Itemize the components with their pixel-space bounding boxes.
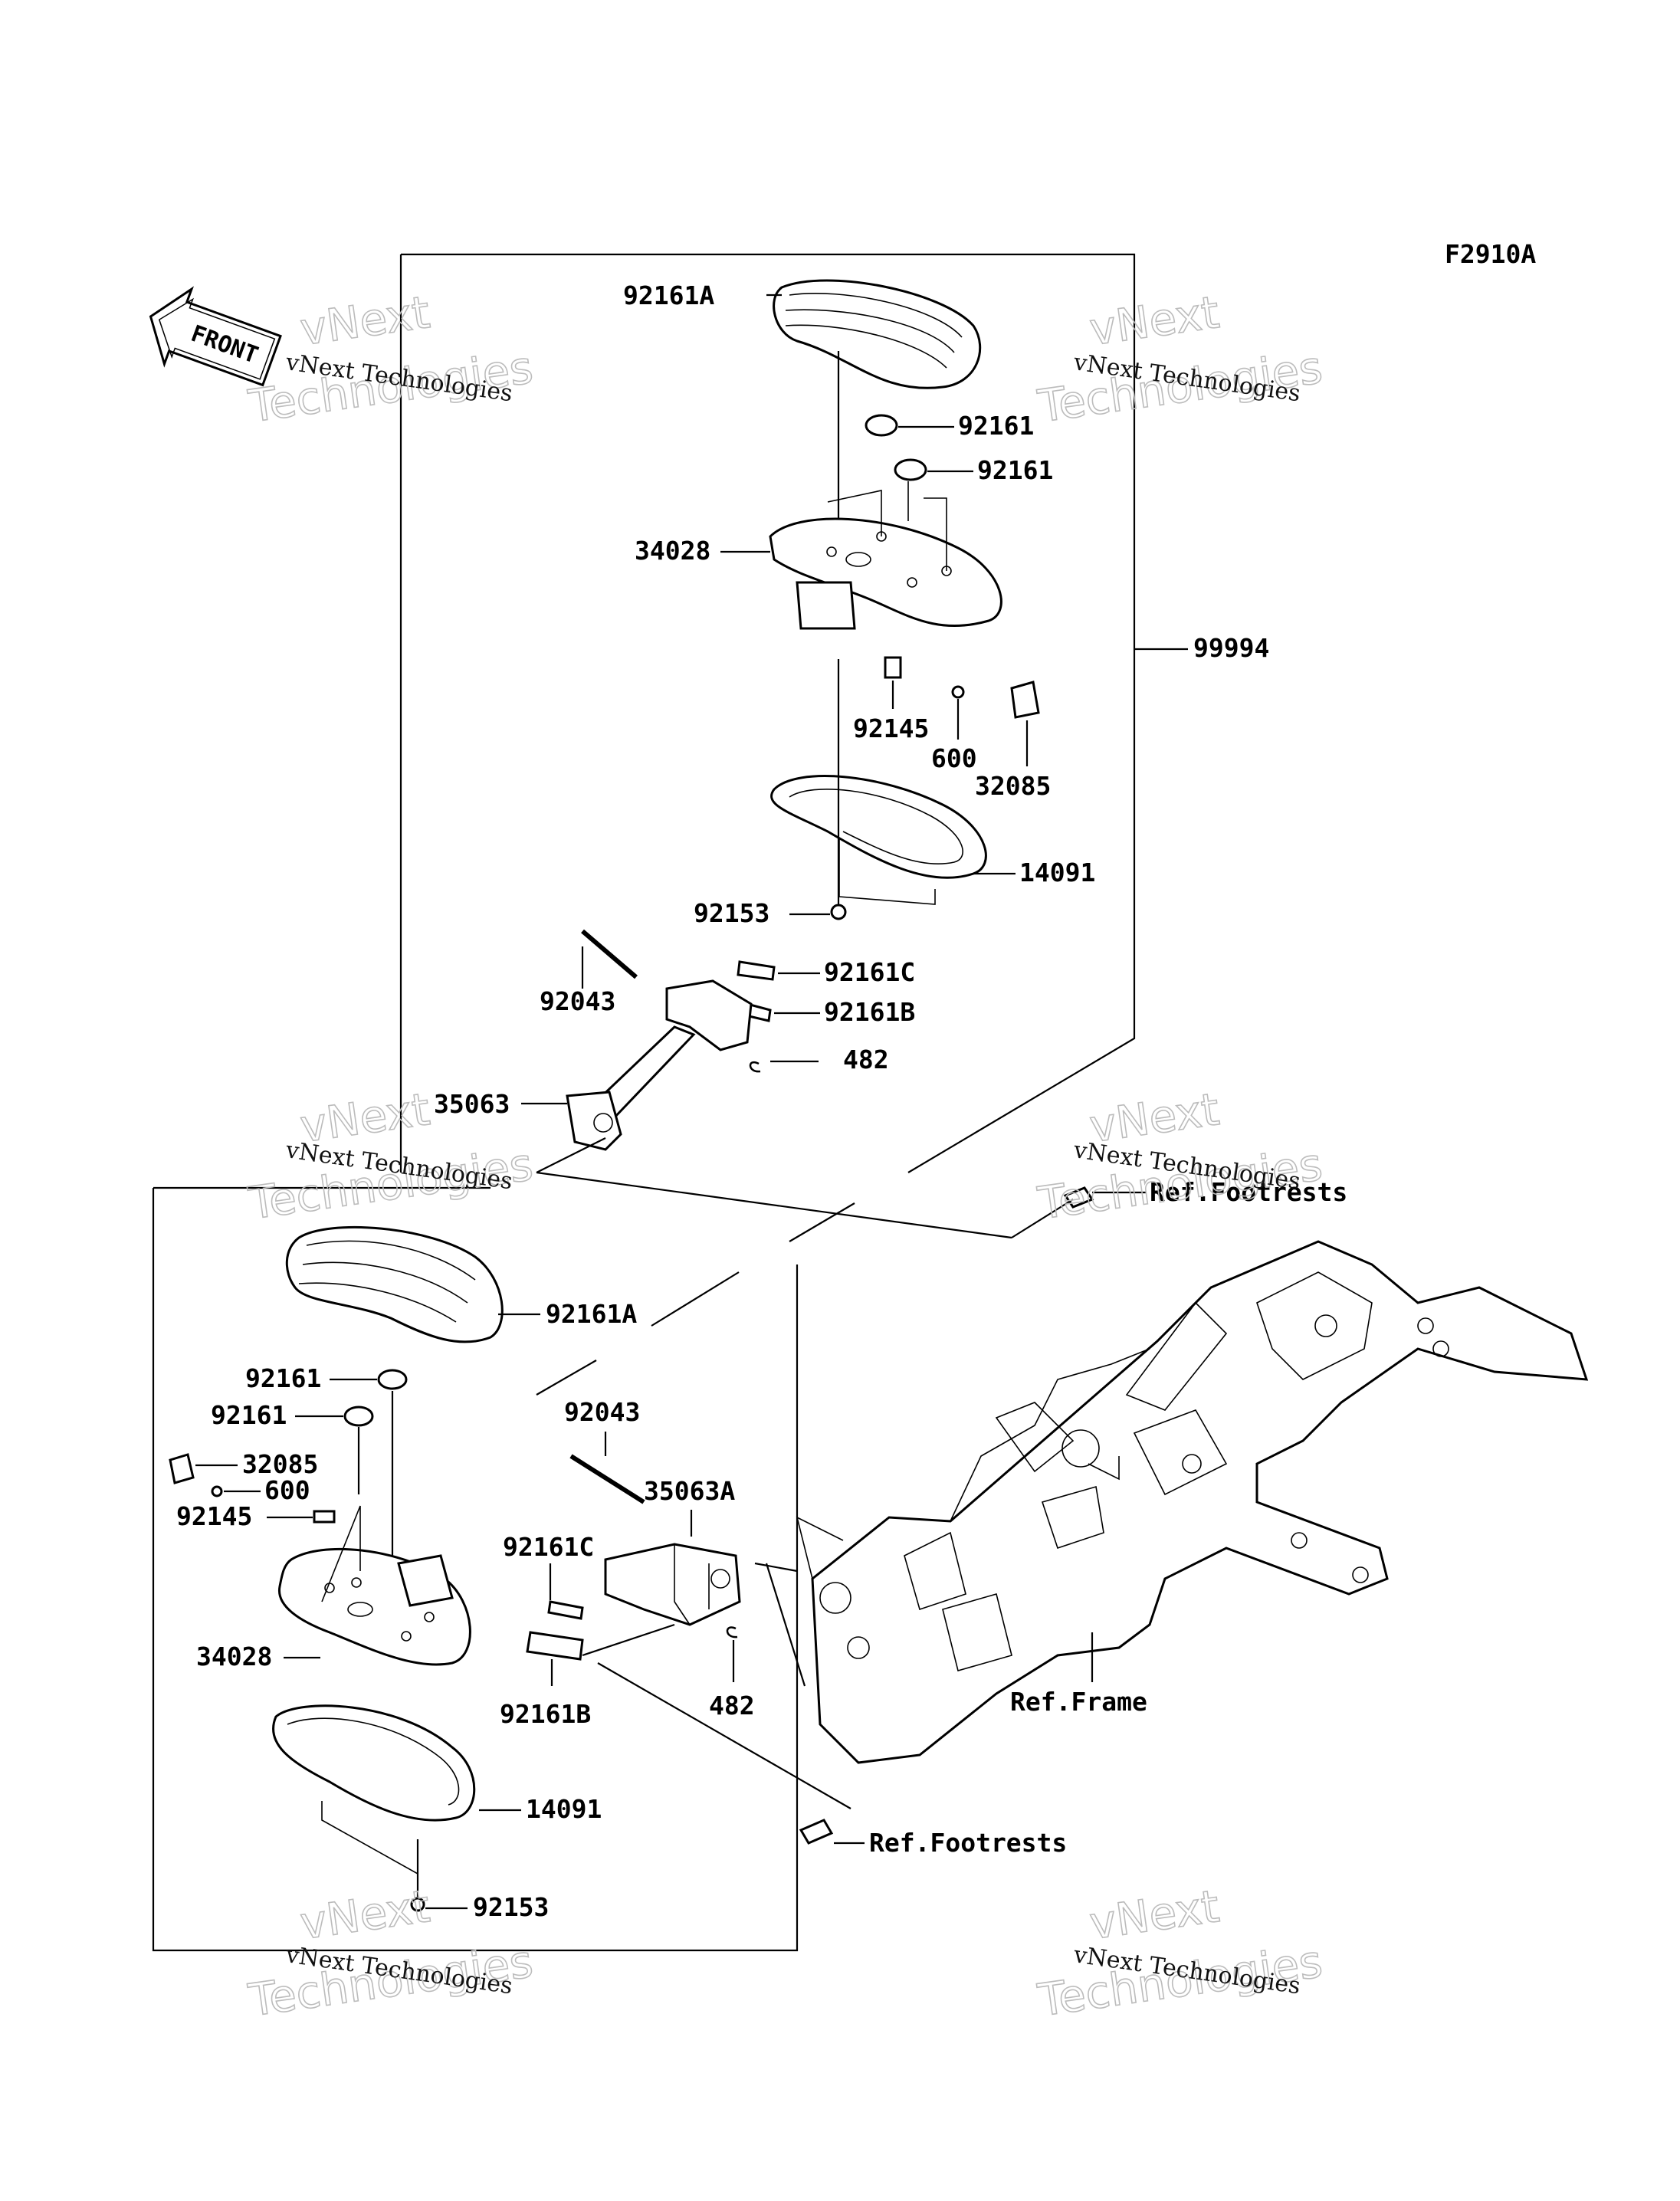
lower-ball: 600 (211, 1475, 310, 1505)
upper-clip: 482 (749, 1045, 889, 1074)
upper-damper-a-label: 92161 (958, 411, 1034, 441)
lower-rubber-b: 92161B (500, 1623, 675, 1729)
upper-spring-label: 92145 (853, 713, 929, 743)
lower-cover-label: 32085 (242, 1449, 318, 1479)
upper-assembly-box: 99994 (399, 253, 1269, 1396)
lower-clip-label: 482 (709, 1691, 755, 1720)
lower-ball-label: 600 (264, 1475, 310, 1505)
svg-text:vNext: vNext (1087, 1880, 1222, 1950)
upper-rubber-c-label: 92161C (824, 957, 915, 987)
upper-arm-label: 35063 (434, 1089, 510, 1119)
lower-arm: 35063A (604, 1476, 806, 1687)
upper-damper-b: 92161 (894, 455, 1053, 485)
upper-ref-footrests-label: Ref.Footrests (1150, 1177, 1347, 1207)
lower-spring: 92145 (176, 1501, 336, 1531)
upper-bracket-label: 34028 (635, 536, 710, 566)
svg-text:vNext: vNext (297, 1880, 433, 1950)
lower-board-cover-label: 92161A (546, 1299, 637, 1329)
figure-code: F2910A (1445, 239, 1536, 269)
upper-ball: 600 (931, 685, 977, 773)
lower-bolt: 92153 (410, 1839, 549, 1922)
lower-damper-b: 92161 (211, 1400, 374, 1494)
upper-damper-a: 92161 (865, 411, 1034, 441)
lower-bracket-label: 34028 (196, 1642, 272, 1671)
upper-rubber-b: 92161B (744, 997, 915, 1027)
watermark-1: vNext Technologies (244, 285, 536, 433)
svg-text:vNext: vNext (297, 286, 433, 356)
lower-ref-footrests: Ref.Footrests (597, 1662, 1067, 1858)
upper-cover: 32085 (975, 681, 1051, 801)
upper-ball-label: 600 (931, 743, 977, 773)
upper-plate-label: 14091 (1019, 858, 1095, 887)
lower-cover: 32085 (169, 1449, 318, 1484)
upper-damper-b-label: 92161 (977, 455, 1053, 485)
lower-board-cover: 92161A (285, 1225, 637, 1343)
lower-pin: 92043 (564, 1397, 645, 1504)
lower-ref-footrests-label: Ref.Footrests (869, 1828, 1067, 1858)
upper-board-cover-label: 92161A (623, 280, 714, 310)
upper-spring: 92145 (853, 656, 929, 743)
lower-damper-b-label: 92161 (211, 1400, 287, 1430)
upper-clip-label: 482 (843, 1045, 889, 1074)
watermark-5: vNext Technologies (244, 1879, 536, 2027)
motorcycle-frame: Ref.Frame (796, 1240, 1589, 1764)
upper-rubber-b-label: 92161B (824, 997, 915, 1027)
svg-text:vNext: vNext (1087, 286, 1222, 356)
upper-ref-footrests: Ref.Footrests (1011, 1177, 1347, 1238)
upper-bolt: 92153 (694, 898, 847, 928)
upper-pin-label: 92043 (540, 986, 615, 1016)
upper-cover-label: 32085 (975, 771, 1051, 801)
lower-damper-a-label: 92161 (245, 1363, 321, 1393)
lower-assembly-box (152, 1186, 799, 1952)
upper-kit-number: 99994 (1193, 633, 1269, 663)
lower-rubber-c-label: 92161C (503, 1532, 594, 1562)
front-arrow-icon: FRONT (149, 286, 282, 387)
lower-damper-a: 92161 (245, 1363, 408, 1655)
upper-rubber-c: 92161C (737, 957, 915, 987)
upper-plate: 14091 (770, 659, 1095, 905)
upper-pin: 92043 (540, 929, 638, 1016)
lower-spring-label: 92145 (176, 1501, 252, 1531)
upper-board-cover: 92161A (623, 279, 982, 552)
lower-rubber-b-label: 92161B (500, 1699, 591, 1729)
upper-bolt-label: 92153 (694, 898, 769, 928)
watermark-2: vNext Technologies (1034, 285, 1326, 433)
upper-bracket: 34028 (635, 481, 1002, 630)
lower-bracket: 34028 (196, 1505, 471, 1671)
upper-arm: 35063 (434, 979, 1012, 1239)
watermark-6: vNext Technologies (1034, 1879, 1326, 2027)
lower-plate: 14091 (272, 1704, 602, 1875)
lower-rubber-c: 92161C (503, 1532, 594, 1620)
frame-ref-label: Ref.Frame (1010, 1687, 1147, 1717)
lower-clip: 482 (709, 1626, 755, 1720)
lower-arm-label: 35063A (644, 1476, 735, 1506)
lower-pin-label: 92043 (564, 1397, 640, 1427)
lower-bolt-label: 92153 (473, 1892, 549, 1922)
lower-plate-label: 14091 (526, 1794, 602, 1824)
